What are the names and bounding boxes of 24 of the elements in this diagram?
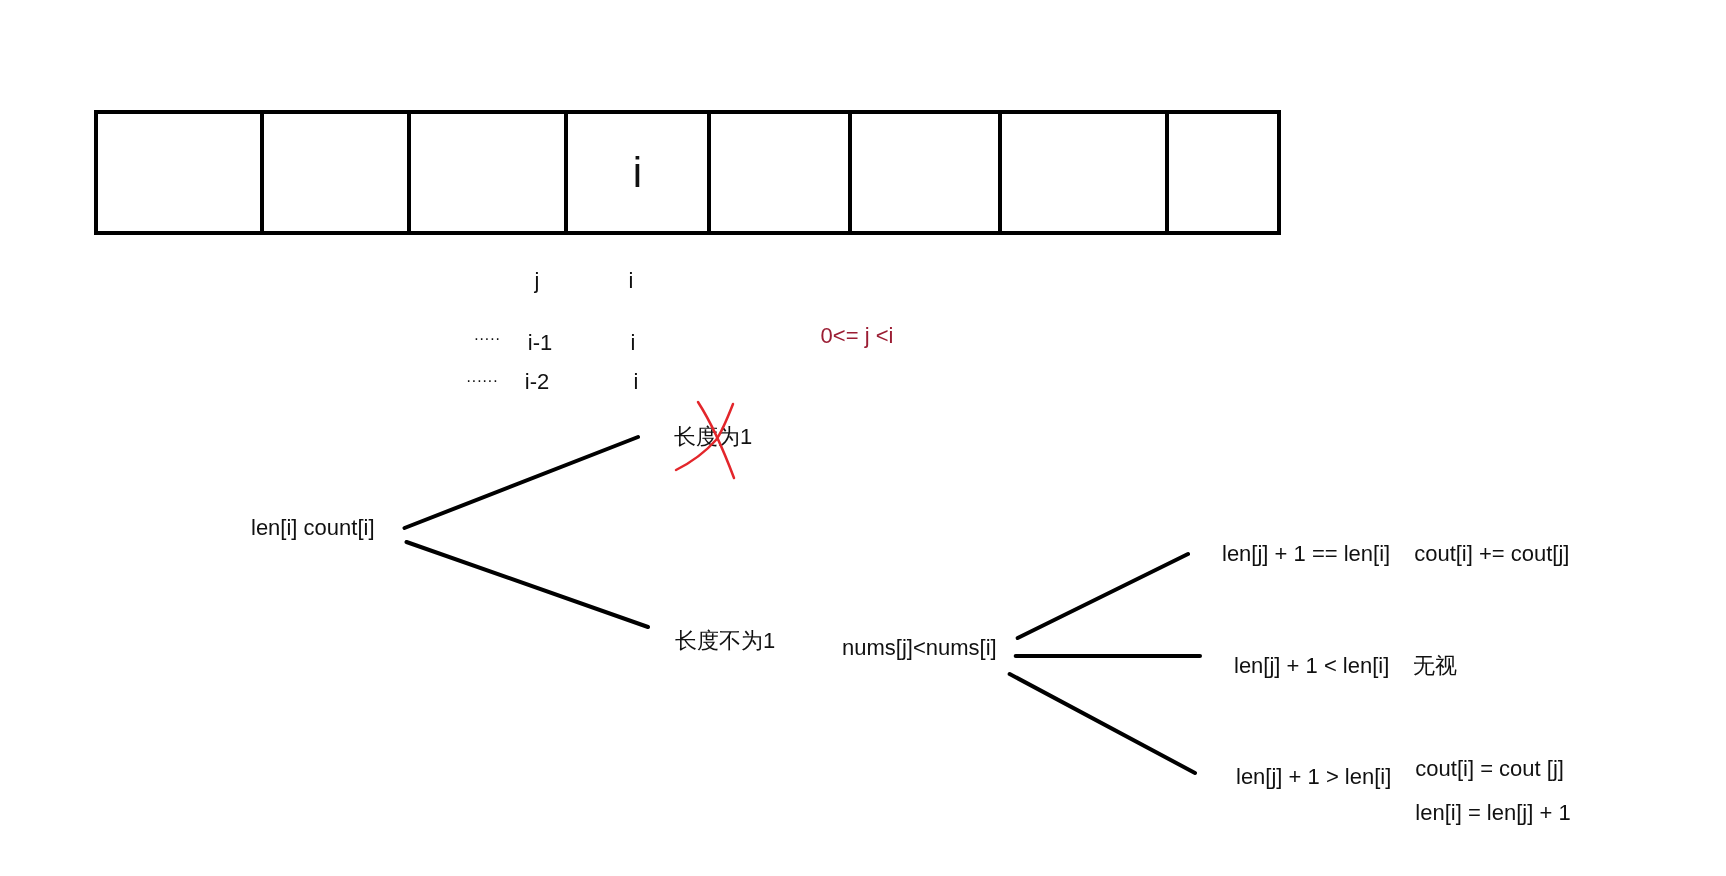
action-note: 无视 xyxy=(1413,652,1458,680)
ellipsis: ······ xyxy=(466,371,498,391)
index-label: j xyxy=(534,267,540,295)
branch-condition: len[j] + 1 > len[i] xyxy=(1236,763,1392,791)
action-note: cout[i] += cout[j] xyxy=(1414,540,1570,568)
branch-condition: len[j] + 1 == len[i] xyxy=(1222,540,1391,568)
index-label: i xyxy=(630,329,636,357)
action-note: cout[i] = cout [j] xyxy=(1415,755,1565,783)
branch-condition: nums[j]<nums[i] xyxy=(842,634,997,662)
index-label: i-2 xyxy=(524,368,550,396)
branch-line xyxy=(402,435,640,530)
index-label: i xyxy=(633,368,639,396)
index-label: i xyxy=(628,267,634,295)
index-label: i-1 xyxy=(527,329,553,357)
action-note: len[i] = len[j] + 1 xyxy=(1415,799,1571,827)
branch-line xyxy=(1015,552,1190,640)
branch-condition: len[i] count[i] xyxy=(251,514,375,542)
branch-condition: 长度不为1 xyxy=(675,627,776,655)
branch-line xyxy=(1013,654,1202,658)
ellipsis: ····· xyxy=(473,329,501,349)
branch-line xyxy=(1007,672,1197,775)
branch-line xyxy=(404,540,650,629)
branch-condition: len[j] + 1 < len[i] xyxy=(1234,652,1390,680)
range-condition: 0<= j <i xyxy=(820,322,894,350)
